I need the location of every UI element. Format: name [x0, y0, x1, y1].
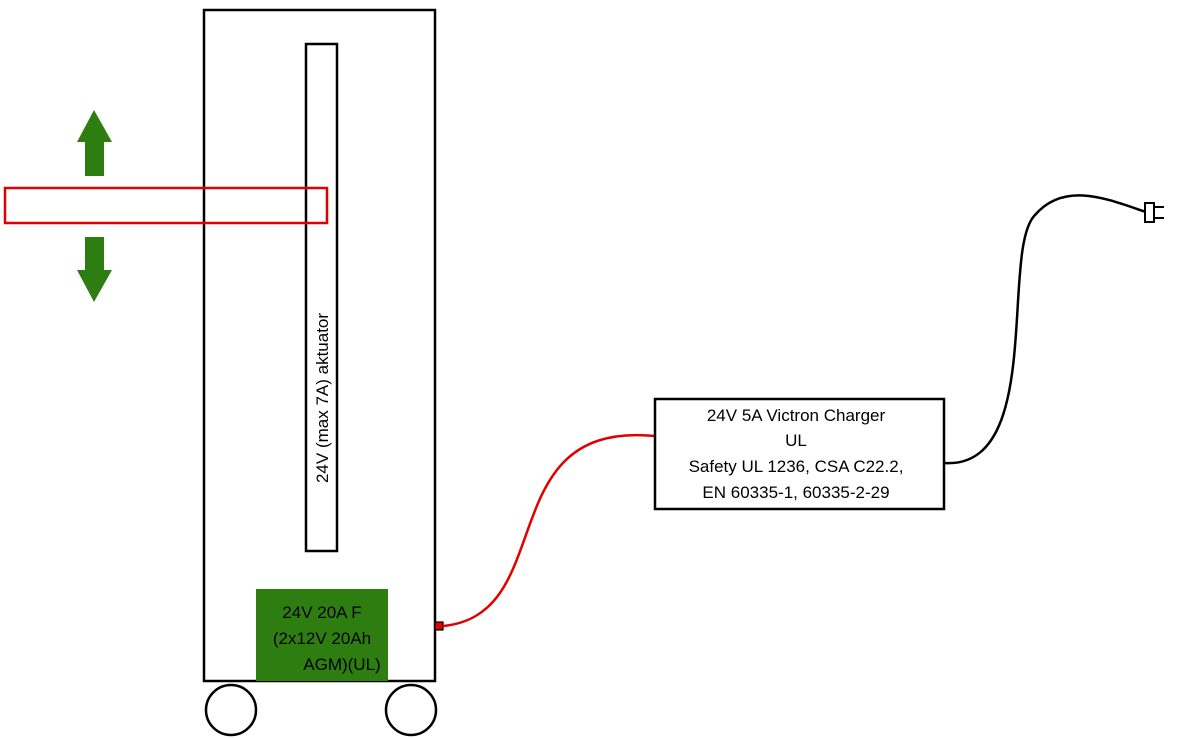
charge-port [434, 621, 444, 631]
desk-top-outline [3, 186, 329, 225]
charger-line-4: EN 60335-1, 60335-2-29 [702, 483, 889, 502]
wheel-left-icon [204, 683, 258, 737]
charger-line-1: 24V 5A Victron Charger [707, 406, 886, 425]
battery-line-3: AGM)(UL) [303, 655, 380, 674]
actuator-bar [304, 42, 339, 553]
arrow-up-icon [77, 110, 112, 176]
charger-line-2: UL [785, 431, 807, 450]
wheel-right-icon [384, 683, 438, 737]
charger-box [653, 397, 946, 511]
battery-line-2: (2x12V 20Ah [273, 629, 371, 648]
power-plug-icon [1144, 202, 1164, 223]
charger-line-3: Safety UL 1236, CSA C22.2, [689, 457, 904, 476]
actuator-label: 24V (max 7A) aktuator [313, 313, 332, 483]
charge-cable [442, 433, 656, 628]
arrow-down-icon [77, 237, 112, 302]
mains-cable [943, 194, 1147, 465]
battery-line-1: 24V 20A F [282, 603, 361, 622]
battery-block [256, 589, 388, 681]
